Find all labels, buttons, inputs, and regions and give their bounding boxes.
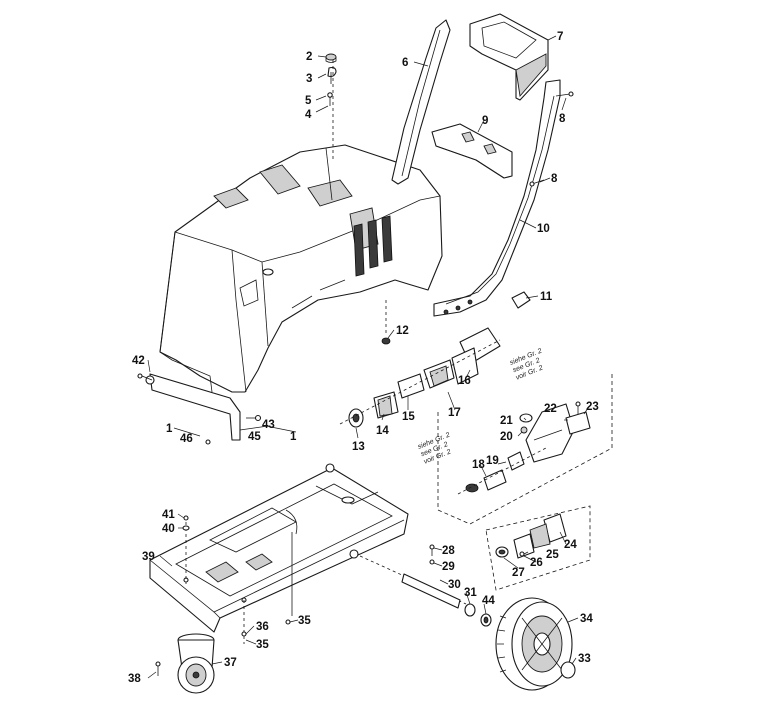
callout-40: 40 (162, 523, 175, 535)
callout-16: 16 (458, 375, 471, 387)
handle-grip-7 (469, 13, 549, 101)
callout-29: 29 (442, 561, 455, 573)
callout-44: 44 (482, 595, 495, 607)
plug-12 (381, 300, 391, 345)
callout-4: 4 (305, 109, 312, 121)
mounting-bracket (137, 373, 262, 445)
callout-9: 9 (482, 115, 488, 127)
callout-7: 7 (557, 31, 563, 43)
gun-assembly (339, 327, 501, 428)
callout-12: 12 (396, 325, 409, 337)
callout-8-lower: 8 (551, 173, 558, 185)
control-panel-9 (431, 123, 513, 179)
callout-41: 41 (162, 509, 175, 521)
callout-33: 33 (578, 653, 591, 665)
coupling-parts (495, 513, 567, 559)
callout-1-right: 1 (290, 431, 297, 443)
callout-5: 5 (305, 95, 312, 107)
caster-wheel (155, 633, 215, 694)
group-outline (437, 372, 613, 591)
callout-25: 25 (546, 549, 559, 561)
callout-17: 17 (448, 407, 461, 419)
callout-14: 14 (376, 425, 389, 437)
callout-6: 6 (402, 57, 408, 69)
callout-22: 22 (544, 403, 557, 415)
callout-24: 24 (564, 539, 577, 551)
callout-19: 19 (486, 455, 499, 467)
callout-37: 37 (224, 657, 237, 669)
callout-21: 21 (500, 415, 513, 427)
machine-hood (159, 144, 443, 393)
push-handle-left (391, 19, 451, 185)
callout-31: 31 (464, 587, 477, 599)
callout-45: 45 (248, 431, 261, 443)
callout-labels: 2 3 5 4 6 7 8 9 8 10 11 12 42 16 17 15 1… (128, 31, 599, 685)
cap-screw-stack (325, 53, 337, 162)
reference-note-upper: siehe Gr. 2 see Gr. 2 voir Gr. 2 (509, 348, 544, 382)
hub-cap-33 (560, 661, 576, 679)
callout-39: 39 (142, 551, 155, 563)
handle-bar-10 (433, 79, 561, 317)
callout-8-upper: 8 (559, 113, 566, 125)
callout-27: 27 (512, 567, 525, 579)
callout-46: 46 (180, 433, 193, 445)
callout-2: 2 (306, 51, 312, 63)
screw-8 (529, 91, 574, 187)
callout-38: 38 (128, 673, 141, 685)
valve-assembly (457, 401, 591, 495)
callout-36: 36 (256, 621, 269, 633)
axle-assembly (359, 544, 492, 627)
callout-30: 30 (448, 579, 461, 591)
leader-lines (147, 35, 589, 679)
callout-3: 3 (306, 73, 312, 85)
callout-20: 20 (500, 431, 513, 443)
callout-28: 28 (442, 545, 455, 557)
callout-35-left: 35 (256, 639, 269, 651)
reference-note-lower: siehe Gr. 2 see Gr. 2 voir Gr. 2 (417, 432, 452, 466)
callout-11: 11 (540, 291, 553, 303)
callout-13: 13 (352, 441, 365, 453)
callout-34: 34 (580, 613, 593, 625)
hook-11 (511, 291, 531, 309)
rear-wheel (495, 597, 573, 691)
callout-43: 43 (262, 419, 275, 431)
callout-42: 42 (132, 355, 145, 367)
callout-1-left: 1 (166, 423, 173, 435)
callout-23: 23 (586, 401, 599, 413)
callout-18: 18 (472, 459, 485, 471)
chassis-frame (149, 463, 409, 644)
callout-35-right: 35 (298, 615, 311, 627)
callout-26: 26 (530, 557, 543, 569)
callout-15: 15 (402, 411, 415, 423)
callout-10: 10 (537, 223, 550, 235)
